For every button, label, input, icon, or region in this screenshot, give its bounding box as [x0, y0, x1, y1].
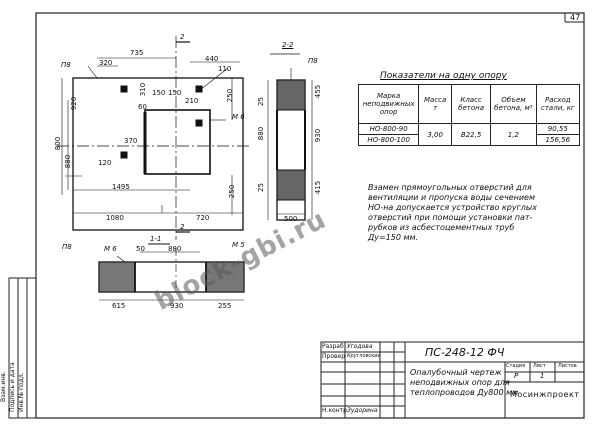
organization: Мосинжпроект: [510, 390, 580, 399]
dim-735: 735: [130, 49, 144, 57]
side-stamp-frame: [8, 277, 37, 419]
sheet-value: 1: [540, 372, 545, 380]
outer-frame: [35, 12, 585, 419]
dim-1495: 1495: [112, 183, 130, 191]
dim-500: 500: [284, 215, 298, 223]
table-cell: 1,2: [490, 123, 537, 146]
dim-1080: 1080: [106, 214, 124, 222]
note-line: вентиляции и пропуска воды сечением: [368, 193, 535, 202]
dim-880-section: 880: [257, 126, 266, 141]
callout-p8-plan: П8: [61, 61, 71, 69]
table-header-cell: Объем бетона, м³: [490, 84, 537, 124]
dim-255: 255: [218, 302, 232, 310]
description-line: теплопроводов Ду800 мм: [410, 388, 519, 397]
table-header-cell: Расход стали, кг: [535, 84, 581, 124]
side-stamp-label: Инв.№ подл.: [18, 372, 25, 413]
dim-880: 880: [64, 154, 73, 169]
callout-m6-elevation: М 6: [104, 245, 117, 253]
callout-p8-elevation: П8: [62, 243, 72, 251]
dim-930-elevation: 930: [170, 302, 184, 310]
section-mark-top: 2: [180, 33, 185, 41]
table-row: НО-800-100 156,56: [357, 134, 581, 146]
dim-930-section: 930: [314, 128, 323, 143]
dim-440: 440: [205, 55, 219, 63]
callout-m5-elevation: М 5: [232, 241, 245, 249]
note-block: Взамен прямоугольных отверстий для венти…: [368, 183, 537, 243]
side-stamp-label: Взам.инв.: [0, 371, 7, 402]
role-checker: Провер: [322, 353, 346, 360]
indicator-table: Марка неподвижных опор Масса т Класс бет…: [357, 84, 581, 146]
dim-310: 310: [139, 82, 148, 97]
name-checker: Кругловский: [347, 353, 381, 359]
dim-250-top: 250: [226, 88, 235, 103]
dim-120: 120: [98, 159, 112, 167]
note-line: Ду=150 мм.: [368, 233, 419, 242]
dim-25-top: 25: [256, 97, 265, 106]
role-developer: Разраб: [322, 343, 344, 350]
callout-m6-plan: М 6: [232, 113, 245, 121]
description-line: Опалубочный чертеж: [410, 368, 502, 377]
section-mark-bottom: 2: [180, 223, 185, 231]
dim-920: 920: [70, 96, 79, 111]
callout-p8-section: П8: [308, 57, 318, 65]
name-developer: Угодова: [347, 343, 373, 350]
note-line: рубков из асбестоцементных труб: [368, 223, 515, 232]
table-cell: НО-800-100: [357, 134, 420, 146]
dim-150b: 150: [168, 89, 182, 97]
dim-800: 800: [54, 136, 63, 151]
dim-25-bottom: 25: [256, 183, 265, 192]
dim-615: 615: [112, 302, 126, 310]
table-cell: 90,55: [535, 123, 581, 135]
section-2-2-title: 2-2: [282, 41, 294, 49]
note-line: Взамен прямоугольных отверстий для: [368, 183, 532, 192]
sheet-number: 47: [570, 13, 581, 22]
table-row: НО-800-90 3,00 В22,5 1,2 90,55: [357, 123, 581, 146]
note-line: отверстий при помощи установки пат-: [368, 213, 533, 222]
sheet-label: Лист: [533, 363, 546, 369]
dim-150a: 150: [152, 89, 166, 97]
dim-720: 720: [196, 214, 210, 222]
stage-value: Р: [514, 372, 519, 380]
drawing-description: Опалубочный чертеж неподвижных опор для …: [410, 368, 518, 398]
dim-60: 60: [138, 103, 147, 111]
table-header-cell: Марка неподвижных опор: [357, 84, 420, 124]
table-header-row: Марка неподвижных опор Масса т Класс бет…: [357, 84, 581, 124]
name-normcontrol: Зудорина: [347, 407, 378, 414]
sheets-label: Листов: [558, 363, 577, 369]
table-cell: 156,56: [535, 134, 581, 146]
dim-880-elevation: 880: [168, 245, 182, 253]
table-header-cell: Класс бетона: [451, 84, 492, 124]
dim-50: 50: [136, 245, 145, 253]
section-2-2: [267, 53, 313, 221]
table-title: Показатели на одну опору: [380, 71, 507, 81]
dim-415: 415: [314, 180, 323, 195]
role-normcontrol: Н.контр: [322, 407, 347, 414]
stage-label: Стадия: [506, 363, 526, 369]
dim-110: 110: [218, 65, 232, 73]
elevation-1-1: [98, 243, 245, 301]
dim-370: 370: [124, 137, 138, 145]
table-cell: НО-800-90: [357, 123, 420, 135]
dim-250-bottom: 250: [228, 184, 237, 199]
drawing-code: ПС-248-12 ФЧ: [425, 346, 505, 359]
section-1-1-mark: 1-1: [150, 235, 162, 243]
description-line: неподвижных опор для: [410, 378, 510, 387]
side-stamp-label: Подпись и дата: [9, 362, 16, 412]
dim-210: 210: [185, 97, 199, 105]
title-block-frame: [320, 341, 585, 419]
table-header-cell: Масса т: [418, 84, 453, 124]
dim-320: 320: [99, 59, 113, 67]
table-cell: В22,5: [451, 123, 492, 146]
plan-view: [57, 36, 252, 240]
table-cell: 3,00: [418, 123, 453, 146]
note-line: НО-на допускается устройство круглых: [368, 203, 537, 212]
dim-455: 455: [314, 84, 323, 99]
